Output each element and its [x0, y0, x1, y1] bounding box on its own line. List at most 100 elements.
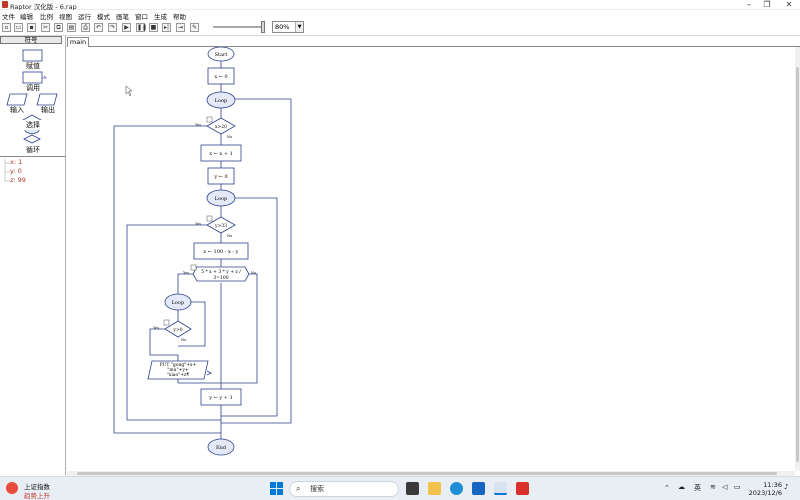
assign-y-init-label: y ← 0 — [213, 174, 227, 180]
open-folder-icon[interactable]: ▭ — [14, 23, 23, 32]
chevron-down-icon: ▼ — [295, 22, 303, 32]
menu-window[interactable]: 窗口 — [135, 13, 148, 21]
volume-icon[interactable]: ◁ — [722, 483, 728, 491]
assignment-symbol[interactable] — [22, 49, 43, 62]
menu-pen[interactable]: 画笔 — [116, 13, 129, 21]
step-into-icon[interactable]: ⇥ — [176, 23, 185, 32]
palette-label-selection: 选择 — [21, 120, 45, 130]
menu-edit[interactable]: 编辑 — [20, 13, 33, 21]
assign-y-inc-label: y ← y + 1 — [208, 395, 233, 401]
horizontal-scroll-thumb[interactable] — [77, 472, 777, 475]
pen-icon[interactable]: ✎ — [190, 23, 199, 32]
stop-icon[interactable]: ■ — [149, 23, 158, 32]
input-symbol[interactable] — [6, 93, 28, 106]
close-icon[interactable]: ✕ — [785, 0, 793, 9]
output-symbol[interactable] — [36, 93, 58, 106]
raptor-taskbar-icon[interactable] — [494, 482, 507, 495]
yes-label: Yes — [194, 123, 201, 127]
outer-loop[interactable] — [206, 91, 236, 109]
assign-y-inc[interactable] — [200, 388, 242, 406]
vertical-scrollbar[interactable] — [795, 47, 800, 471]
palette-label-loop: 循环 — [26, 146, 40, 154]
tray-chevron-up-icon[interactable]: ⌃ — [664, 484, 670, 492]
selection-condition[interactable] — [192, 266, 250, 282]
speed-slider-track[interactable] — [213, 26, 263, 28]
paste-icon[interactable]: ▤ — [67, 23, 76, 32]
wps-icon[interactable] — [516, 482, 529, 495]
minimize-icon[interactable]: – — [747, 0, 751, 9]
file-explorer-icon[interactable] — [428, 482, 441, 495]
tab-main[interactable]: main — [67, 37, 89, 47]
cut-icon[interactable]: ✂ — [41, 23, 50, 32]
output-statement[interactable] — [147, 360, 209, 380]
tab-bar: main — [67, 36, 800, 47]
pause-icon[interactable]: ❚❚ — [136, 23, 148, 32]
copy-icon[interactable]: ⧉ — [54, 23, 63, 32]
taskbar-search[interactable]: ⌕ 搜索 — [289, 481, 399, 497]
windows-start-icon[interactable] — [270, 482, 283, 495]
new-file-icon[interactable]: ▫ — [2, 23, 11, 32]
collapse-toggle[interactable] — [163, 319, 170, 326]
tray-cloud-icon[interactable]: ☁ — [678, 483, 685, 491]
stock-widget-title[interactable]: 上证指数 — [24, 483, 50, 491]
menu-help[interactable]: 帮助 — [173, 13, 186, 21]
menu-file[interactable]: 文件 — [2, 13, 15, 21]
innermost-loop-condition[interactable] — [164, 320, 192, 338]
innermost-loop[interactable] — [164, 293, 192, 311]
input-language[interactable]: 英 — [694, 484, 701, 492]
horizontal-scrollbar[interactable] — [67, 471, 795, 476]
flowchart-canvas[interactable]: Start x ← 0 Loop x>20 Yes No x ← x + 1 y… — [67, 47, 795, 471]
no-label: No — [227, 135, 232, 139]
assign-x-init[interactable] — [207, 67, 235, 85]
menu-run[interactable]: 运行 — [78, 13, 91, 21]
menu-scale[interactable]: 比例 — [40, 13, 53, 21]
collapse-toggle[interactable] — [190, 264, 197, 271]
undo-icon[interactable]: ↶ — [94, 23, 103, 32]
stock-widget-subtitle: 趋势上升 — [24, 492, 50, 500]
run-icon[interactable]: ▶ — [122, 23, 131, 32]
zoom-value: 80% — [275, 23, 290, 31]
inner-loop-condition-label: y>33 — [214, 223, 227, 229]
assign-x-inc[interactable] — [200, 144, 242, 162]
restore-icon[interactable]: ❐ — [763, 0, 771, 9]
no-label: No — [251, 271, 256, 275]
redo-icon[interactable]: ↷ — [108, 23, 117, 32]
assign-z[interactable] — [193, 242, 249, 260]
menu-mode[interactable]: 模式 — [97, 13, 110, 21]
variable-tree-lines — [4, 159, 10, 182]
task-view-icon[interactable] — [406, 482, 419, 495]
battery-icon[interactable]: ▭ — [734, 483, 741, 491]
print-icon[interactable]: ⎙ — [81, 23, 90, 32]
step-icon[interactable]: ▸| — [162, 23, 171, 32]
palette-label-call: 调用 — [26, 84, 40, 92]
call-symbol[interactable] — [22, 71, 43, 84]
notification-bell-icon[interactable]: ♪ — [784, 483, 789, 491]
mouse-cursor-icon — [125, 85, 133, 97]
stock-widget-icon[interactable] — [6, 482, 18, 494]
variable-y: y: 0 — [10, 167, 22, 175]
save-icon[interactable]: ▪ — [27, 23, 36, 32]
collapse-toggle[interactable] — [206, 215, 213, 222]
wifi-icon[interactable]: ≋ — [710, 483, 716, 491]
vertical-scroll-thumb[interactable] — [796, 67, 799, 462]
clock[interactable]: 11:36 2023/12/6 — [749, 481, 782, 497]
inner-loop[interactable] — [206, 189, 236, 207]
start-terminal[interactable] — [207, 47, 235, 62]
outer-loop-condition[interactable] — [206, 117, 236, 135]
variable-x: x: 1 — [10, 158, 23, 166]
edge-browser-icon[interactable] — [450, 482, 463, 495]
palette-header: 符号 — [0, 36, 62, 44]
variable-z: z: 99 — [10, 176, 26, 184]
speed-slider-handle[interactable] — [261, 21, 265, 33]
inner-loop-condition[interactable] — [206, 216, 236, 234]
collapse-toggle[interactable] — [206, 116, 213, 123]
palette-label-assignment: 赋值 — [26, 62, 40, 70]
selection-condition-line2: 3=100 — [213, 275, 228, 281]
menu-generate[interactable]: 生成 — [154, 13, 167, 21]
store-icon[interactable] — [472, 482, 485, 495]
outer-loop-label: Loop — [215, 98, 228, 104]
end-terminal[interactable] — [207, 438, 235, 456]
assign-y-init[interactable] — [207, 167, 235, 185]
zoom-select[interactable]: 80% ▼ — [272, 21, 304, 33]
menu-view[interactable]: 视图 — [59, 13, 72, 21]
